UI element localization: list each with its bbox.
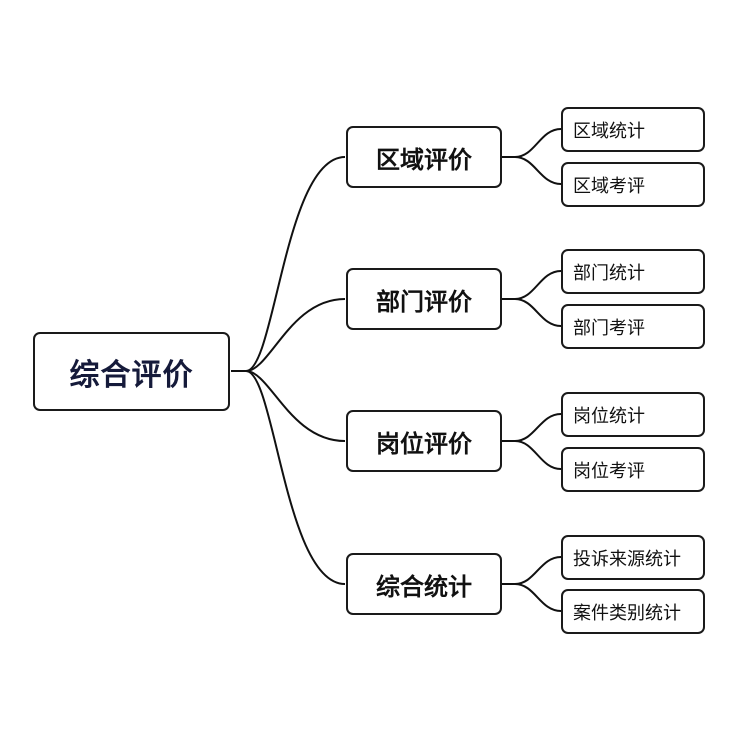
leaf-node-regional-assessment[interactable]: 区域考评 — [561, 162, 705, 207]
branch-node-comprehensive-statistics[interactable]: 综合统计 — [346, 553, 502, 615]
connector-branch-2-leaf-1 — [501, 440, 562, 470]
leaf-node-department-statistics[interactable]: 部门统计 — [561, 249, 705, 294]
branch-node-department-evaluation[interactable]: 部门评价 — [346, 268, 502, 330]
branch-node-position-evaluation[interactable]: 岗位评价 — [346, 410, 502, 472]
connector-branch-1-leaf-1 — [501, 298, 562, 327]
leaf-node-complaint-source-statistics[interactable]: 投诉来源统计 — [561, 535, 705, 580]
leaf-node-department-assessment[interactable]: 部门考评 — [561, 304, 705, 349]
connector-branch-1-leaf-0 — [501, 270, 562, 300]
leaf-node-regional-statistics[interactable]: 区域统计 — [561, 107, 705, 152]
connector-root-branch-1 — [231, 298, 346, 372]
connector-branch-0-leaf-1 — [501, 156, 562, 185]
connector-branch-3-leaf-1 — [501, 583, 562, 612]
connector-branch-2-leaf-0 — [501, 413, 562, 442]
root-node[interactable]: 综合评价 — [33, 332, 230, 411]
connector-branch-0-leaf-0 — [501, 128, 562, 158]
branch-node-regional-evaluation[interactable]: 区域评价 — [346, 126, 502, 188]
connector-root-branch-2 — [231, 370, 346, 442]
connector-root-branch-0 — [231, 156, 346, 372]
leaf-node-position-assessment[interactable]: 岗位考评 — [561, 447, 705, 492]
connector-root-branch-3 — [231, 370, 346, 585]
connector-branch-3-leaf-0 — [501, 556, 562, 585]
leaf-node-case-category-statistics[interactable]: 案件类别统计 — [561, 589, 705, 634]
leaf-node-position-statistics[interactable]: 岗位统计 — [561, 392, 705, 437]
